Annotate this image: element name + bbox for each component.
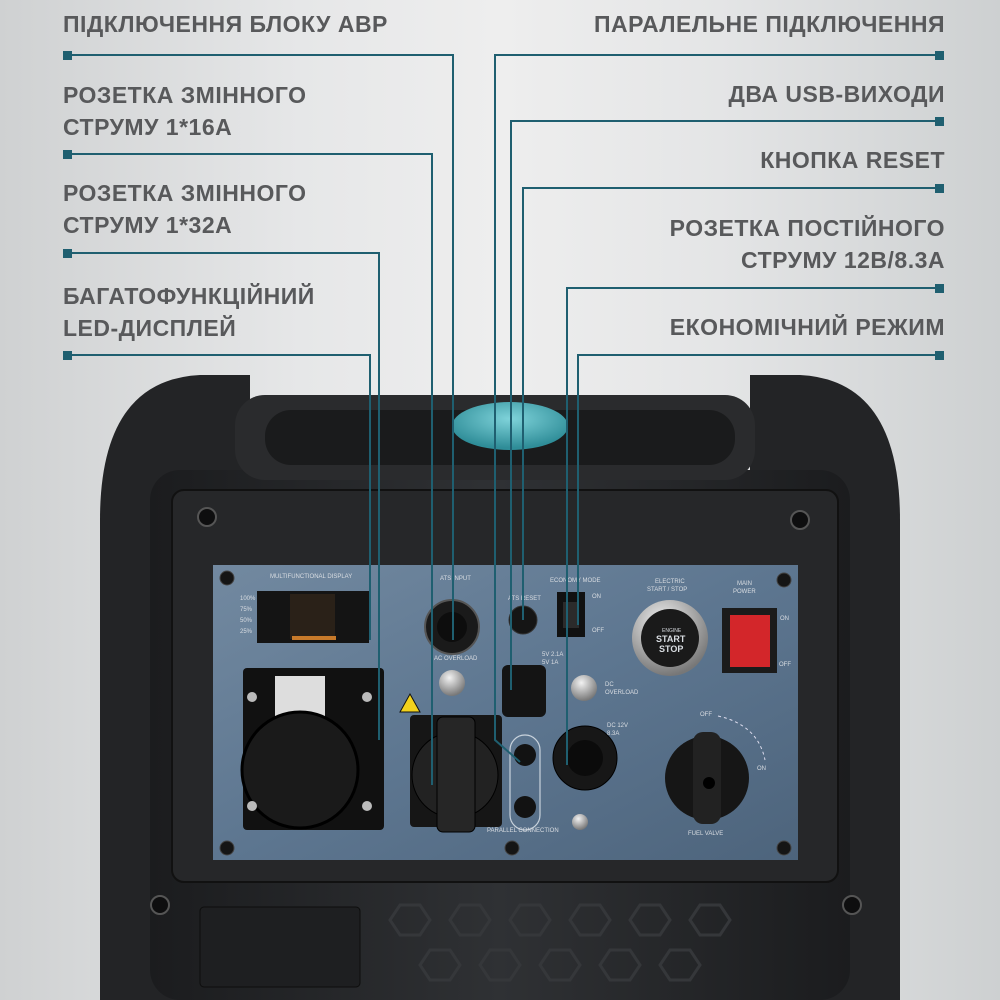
callout-display: БАГАТОФУНКЦІЙНИЙ LED-ДИСПЛЕЙ <box>63 280 315 344</box>
leader-ats <box>66 54 454 640</box>
level-label: 75% <box>240 607 253 613</box>
callout-usb: ДВА USB-ВИХОДИ <box>729 78 945 110</box>
panel-labels: MULTIFUNCTIONAL DISPLAY 100% 75% 50% 25%… <box>240 574 791 837</box>
callout-text: СТРУМУ 1*16А <box>63 114 233 140</box>
callout-text: ПАРАЛЕЛЬНЕ ПІДКЛЮЧЕННЯ <box>594 11 945 37</box>
engine-button-text: ENGINE <box>662 628 682 634</box>
callout-dc: РОЗЕТКА ПОСТІЙНОГО СТРУМУ 12В/8.3А <box>670 212 945 276</box>
callout-lines <box>66 54 940 785</box>
on-label: ON <box>757 766 766 772</box>
eco-mode-label: ECONOMY MODE <box>550 578 601 584</box>
callout-ac16: РОЗЕТКА ЗМІННОГО СТРУМУ 1*16А <box>63 79 306 143</box>
callout-text: ПІДКЛЮЧЕННЯ БЛОКУ АВР <box>63 11 388 37</box>
off-label: OFF <box>700 712 712 718</box>
ats-input-label: ATS INPUT <box>440 576 471 582</box>
main-power-label: POWER <box>733 589 756 595</box>
dc-overload-indicator <box>571 675 597 701</box>
leader-display <box>66 354 371 640</box>
display-label: MULTIFUNCTIONAL DISPLAY <box>270 574 352 580</box>
control-panel <box>213 565 798 860</box>
callout-ac32: РОЗЕТКА ЗМІННОГО СТРУМУ 1*32А <box>63 177 306 241</box>
level-label: 100% <box>240 596 256 602</box>
leader-ac16 <box>66 153 433 785</box>
callout-eco: ЕКОНОМІЧНИЙ РЕЖИМ <box>670 311 945 343</box>
callout-text: РОЗЕТКА ЗМІННОГО <box>63 180 307 206</box>
on-label: ON <box>592 594 601 600</box>
electric-start-label: START / STOP <box>647 587 687 593</box>
callout-reset: КНОПКА RESET <box>760 144 945 176</box>
level-label: 25% <box>240 629 253 635</box>
ac-overload-label: AC OVERLOAD <box>434 656 478 662</box>
dc-overload-label: DC <box>605 682 614 688</box>
off-label: OFF <box>592 628 604 634</box>
engine-button-text: START <box>656 634 686 644</box>
ground-terminal <box>572 814 588 830</box>
callout-text: РОЗЕТКА ЗМІННОГО <box>63 82 307 108</box>
warning-icon <box>399 692 421 713</box>
off-label: OFF <box>779 662 791 668</box>
leader-eco <box>577 354 940 625</box>
callout-text: ДВА USB-ВИХОДИ <box>728 81 945 107</box>
leader-ac32 <box>66 252 380 740</box>
on-label: ON <box>780 616 789 622</box>
ac-overload-indicator <box>439 670 465 696</box>
callout-markers <box>63 51 944 360</box>
callout-text: СТРУМУ 1*32А <box>63 212 233 238</box>
callout-text: КНОПКА RESET <box>760 147 945 173</box>
dc-spec: DC 12V <box>607 723 628 729</box>
usb-spec: 5V 1A <box>542 660 558 666</box>
dc-overload-label: OVERLOAD <box>605 690 639 696</box>
callout-text: ЕКОНОМІЧНИЙ РЕЖИМ <box>669 314 945 340</box>
usb-ports[interactable] <box>502 665 546 717</box>
leader-reset <box>522 187 940 620</box>
electric-start-label: ELECTRIC <box>655 579 685 585</box>
callout-text: РОЗЕТКА ПОСТІЙНОГО <box>669 215 945 241</box>
callout-text: LED-ДИСПЛЕЙ <box>63 315 237 341</box>
callout-parallel: ПАРАЛЕЛЬНЕ ПІДКЛЮЧЕННЯ <box>594 8 945 40</box>
ats-reset-label: ATS RESET <box>508 596 541 602</box>
leader-dc <box>566 287 940 765</box>
fuel-valve-label: FUEL VALVE <box>688 831 723 837</box>
level-label: 50% <box>240 618 253 624</box>
callout-ats: ПІДКЛЮЧЕННЯ БЛОКУ АВР <box>63 8 388 40</box>
leader-usb <box>510 120 940 690</box>
callout-text: БАГАТОФУНКЦІЙНИЙ <box>63 283 315 309</box>
callout-text: СТРУМУ 12В/8.3А <box>741 247 945 273</box>
engine-button-text: STOP <box>659 644 683 654</box>
leader-parallel <box>494 54 940 763</box>
parallel-connection-label: PARALLEL CONNECTION <box>487 828 559 834</box>
main-power-label: MAIN <box>737 581 752 587</box>
dc-spec: 8.3A <box>607 731 619 737</box>
parallel-connection-ports[interactable] <box>509 734 541 831</box>
usb-spec: 5V 2.1A <box>542 652 563 658</box>
